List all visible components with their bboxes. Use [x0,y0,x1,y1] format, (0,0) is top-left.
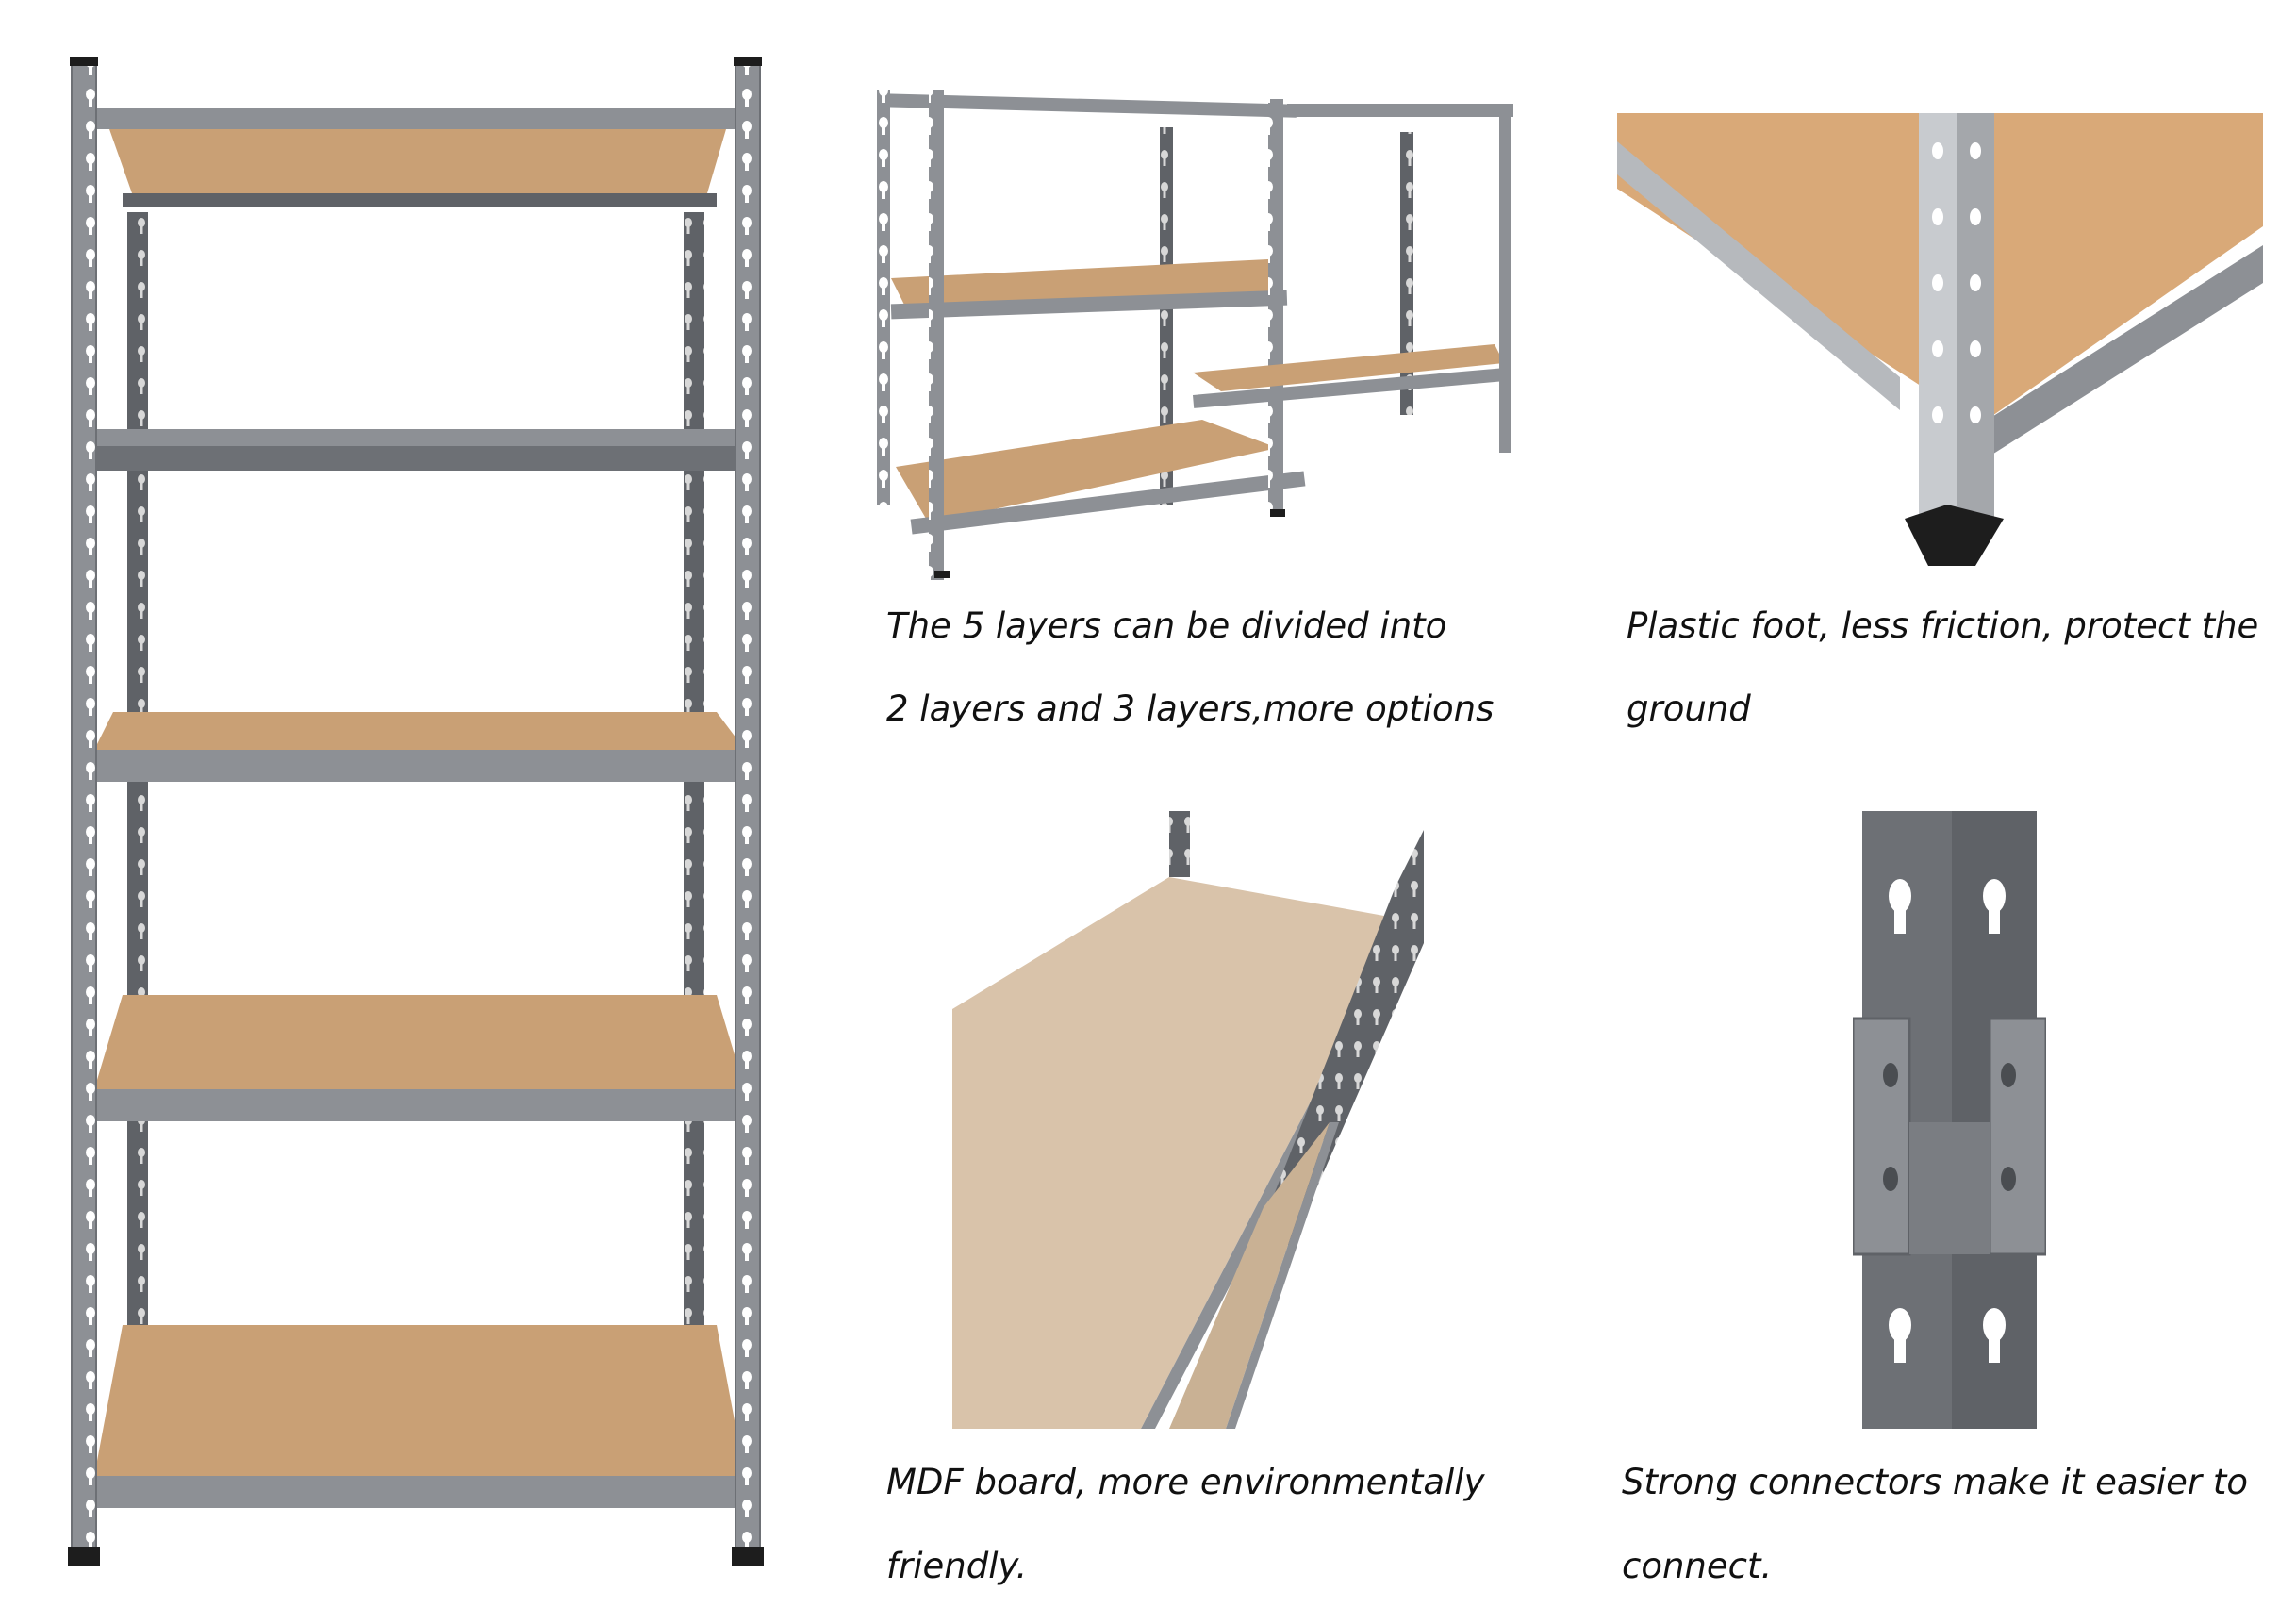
plastic-foot-illustration [1617,113,2263,566]
photo-plastic-foot [1617,113,2263,566]
caption-mdf-line-1: MDF board, more environmentally [886,1462,1485,1502]
photo-mdf-board [952,811,1424,1429]
connector-illustration [1853,811,2046,1429]
shelf-5 [94,1325,745,1508]
caption-foot-line-1: Plastic foot, less friction, protect the [1627,605,2259,646]
photo-main-shelving [57,52,783,1570]
photo-connector [1853,811,2046,1429]
plastic-foot [1905,505,2004,566]
shelf-3 [94,712,745,782]
caption-foot-line-2: ground [1627,688,1751,729]
caption-connector-line-1: Strong connectors make it easier to [1622,1462,2249,1502]
split-shelving-illustration [877,90,1513,580]
shelf-2 [94,429,745,471]
mdf-board-illustration [952,811,1424,1429]
caption-divide-line-2: 2 layers and 3 layers,more options [886,688,1495,729]
caption-divide-line-1: The 5 layers can be divided into [886,605,1447,646]
foot-left [68,1547,100,1566]
photo-split-configuration [872,80,1523,580]
shelf-4 [94,995,745,1121]
caption-mdf-line-2: friendly. [886,1546,1028,1586]
shelving-illustration [68,57,764,1566]
foot-right [732,1547,764,1566]
caption-connector-line-2: connect. [1622,1546,1773,1586]
shelf-1 [94,108,745,207]
